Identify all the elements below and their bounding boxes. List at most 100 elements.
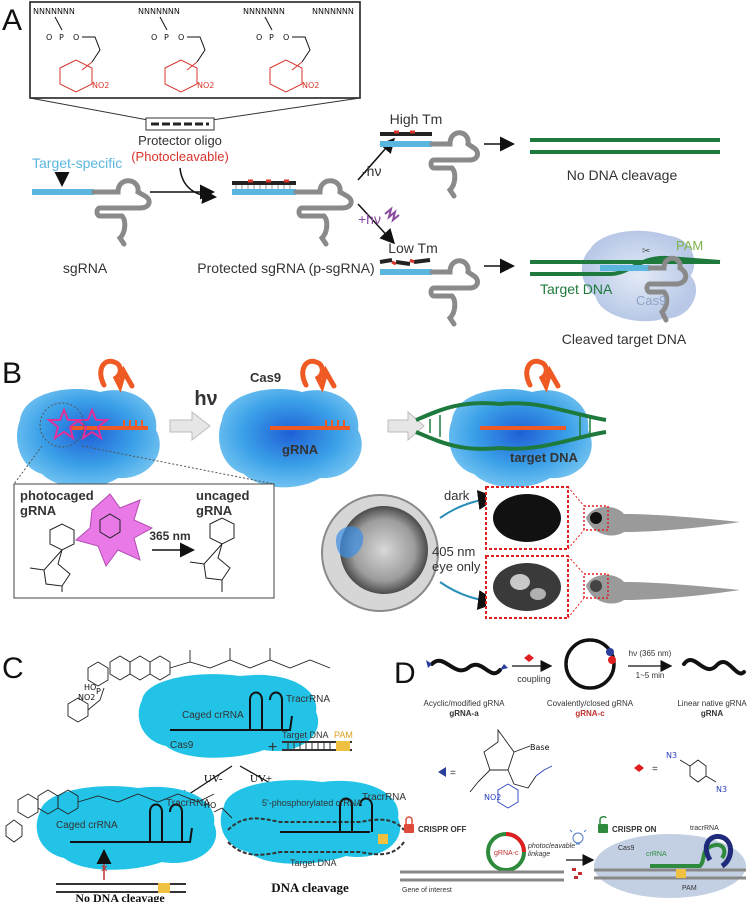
atom-no2: NO2 bbox=[197, 81, 214, 90]
arrow-binding bbox=[387, 410, 425, 442]
cas9-protein-3 bbox=[415, 358, 607, 488]
circle-junction-1 bbox=[606, 648, 614, 656]
blue-end-legend bbox=[438, 767, 446, 777]
no-dna-cleavage-label: No DNA cleavage bbox=[567, 167, 678, 183]
cas9-label: Cas9 bbox=[636, 293, 666, 308]
uncaged-complex bbox=[213, 780, 405, 864]
no-dna-cleavage-label-c: No DNA cleavage bbox=[75, 891, 165, 902]
lock-open-icon bbox=[598, 815, 608, 833]
acyclic-end-2 bbox=[500, 664, 508, 670]
atom-ho-c2: HO bbox=[204, 801, 216, 810]
protector-oligo-label: Protector oligo bbox=[138, 133, 222, 148]
repeat-unit-1: NNNNNNN O P O NO2 bbox=[33, 7, 109, 93]
dna-cleavage-label-c: DNA cleavage bbox=[271, 880, 349, 895]
pam-label-c: PAM bbox=[334, 730, 353, 740]
photocleavable-linkage-label: photocleavable linkage bbox=[527, 843, 577, 858]
grna-c-label-d: gRNA-c bbox=[494, 850, 519, 857]
svg-text:✂: ✂ bbox=[642, 246, 650, 257]
atom-p-c: P bbox=[96, 687, 101, 696]
eye-only-line-1: 405 nm bbox=[432, 544, 475, 559]
atom-no2: NO2 bbox=[92, 81, 109, 90]
low-tm-complex bbox=[379, 258, 480, 327]
atom-no2-c: NO2 bbox=[78, 693, 95, 702]
plus-sign: + bbox=[268, 739, 277, 756]
eq-sign-2: = bbox=[652, 764, 658, 775]
hv-label: hν bbox=[194, 388, 217, 410]
linear-id-label: gRNA bbox=[701, 709, 723, 718]
base-label: Base bbox=[530, 743, 550, 752]
cage-group-star bbox=[74, 493, 154, 568]
caged-complex-top: NO2 P HO bbox=[67, 648, 331, 758]
target-dna-label-c: Target DNA bbox=[282, 730, 329, 740]
cas9-protein-1 bbox=[16, 358, 160, 488]
crrna-label-d: crRNA bbox=[646, 851, 667, 858]
minus-hv-label: -hν bbox=[362, 163, 381, 179]
acyclic-end-1 bbox=[426, 660, 432, 668]
photocage-box bbox=[13, 483, 275, 599]
uncaged-line-2: gRNA bbox=[196, 503, 233, 518]
acyclic-id-label: gRNA-a bbox=[449, 709, 479, 718]
photocleavable-label: (Photocleavable) bbox=[131, 149, 229, 164]
panel-d: D coupling hν (365 nm) 1~5 min Acyclic/m… bbox=[394, 638, 747, 898]
target-dna-top bbox=[282, 741, 352, 751]
red-linker-legend bbox=[634, 764, 644, 772]
linkage-line-1: photocleavable bbox=[527, 843, 575, 850]
target-dna-label: Target DNA bbox=[540, 281, 613, 297]
arrow-down bbox=[357, 203, 396, 245]
caged-complex-bottom: ✕ bbox=[5, 786, 217, 880]
acyclic-label: Acyclic/modified gRNA bbox=[424, 699, 506, 708]
zebrafish-embryo bbox=[321, 494, 439, 612]
acyclic-grna-strand bbox=[430, 658, 502, 676]
atom-p: P bbox=[164, 33, 169, 42]
panel-letter-d: D bbox=[394, 657, 416, 690]
atom-o: O bbox=[73, 33, 79, 42]
grna-label-b: gRNA bbox=[282, 442, 319, 457]
target-dna-label-c2: Target DNA bbox=[290, 858, 337, 868]
atom-no2: NO2 bbox=[302, 81, 319, 90]
panel-letter-b: B bbox=[2, 357, 22, 390]
larva-405 bbox=[583, 573, 740, 604]
lock-closed-icon bbox=[404, 816, 414, 833]
high-tm-complex bbox=[380, 130, 480, 199]
dark-eye-pigment bbox=[493, 494, 561, 542]
n-repeat-label: NNNNNNN bbox=[138, 7, 180, 16]
eq-sign-1: = bbox=[450, 768, 456, 779]
panel-letter-c: C bbox=[2, 652, 24, 685]
plus-hv-label: +hν bbox=[358, 211, 381, 227]
n3-label-1: N3 bbox=[666, 751, 677, 760]
zoom-line-right bbox=[211, 97, 361, 121]
panel-letter-a: A bbox=[2, 4, 22, 37]
uv-plus-label: UV+ bbox=[250, 773, 272, 785]
protected-sgrna bbox=[232, 178, 354, 247]
photocaged-grna-label: photocaged gRNA bbox=[20, 488, 97, 518]
zoom-dotted-right bbox=[81, 445, 275, 485]
time-label: 1~5 min bbox=[636, 671, 665, 680]
tracrrna-label-bottom-left: TracrRNA bbox=[166, 798, 210, 809]
panel-c: C NO2 P HO Caged crRNA TracrRNA Cas9 + bbox=[2, 648, 406, 902]
cas9-label-c: Cas9 bbox=[170, 740, 194, 751]
panel-b: B hν Cas9 gRNA bbox=[2, 357, 740, 619]
sgrna-label: sgRNA bbox=[63, 260, 108, 276]
panel-a: A NNNNNNN O P O NO2 NNNNNNN O P O bbox=[2, 1, 721, 347]
eye-only-label: 405 nm eye only bbox=[432, 544, 481, 574]
svg-text:✕: ✕ bbox=[100, 864, 108, 875]
arrow-hv bbox=[169, 410, 211, 442]
circle-junction-2 bbox=[608, 656, 616, 664]
caged-crrna-label-bottom: Caged crRNA bbox=[56, 820, 118, 831]
cas9-label-b: Cas9 bbox=[250, 370, 281, 385]
linear-grna-strand bbox=[682, 658, 746, 676]
photocaged-line-1: photocaged bbox=[20, 488, 94, 503]
gene-of-interest-label: Gene of interest bbox=[402, 887, 452, 894]
cage-star-1 bbox=[46, 407, 82, 441]
cage-star-2 bbox=[74, 407, 110, 441]
dark-label: dark bbox=[444, 488, 470, 503]
closed-id-label: gRNA-c bbox=[575, 709, 605, 718]
chem-structure-box bbox=[29, 1, 361, 99]
atom-o: O bbox=[46, 33, 52, 42]
light-label: hν (365 nm) bbox=[629, 649, 672, 658]
repeat-unit-3: NNNNNNN O P O NO2 bbox=[243, 7, 319, 93]
linker-structure bbox=[679, 759, 717, 783]
n-repeat-label: NNNNNNN bbox=[243, 7, 285, 16]
caged-crrna-label-top: Caged crRNA bbox=[182, 710, 244, 721]
circular-grna bbox=[564, 638, 616, 690]
